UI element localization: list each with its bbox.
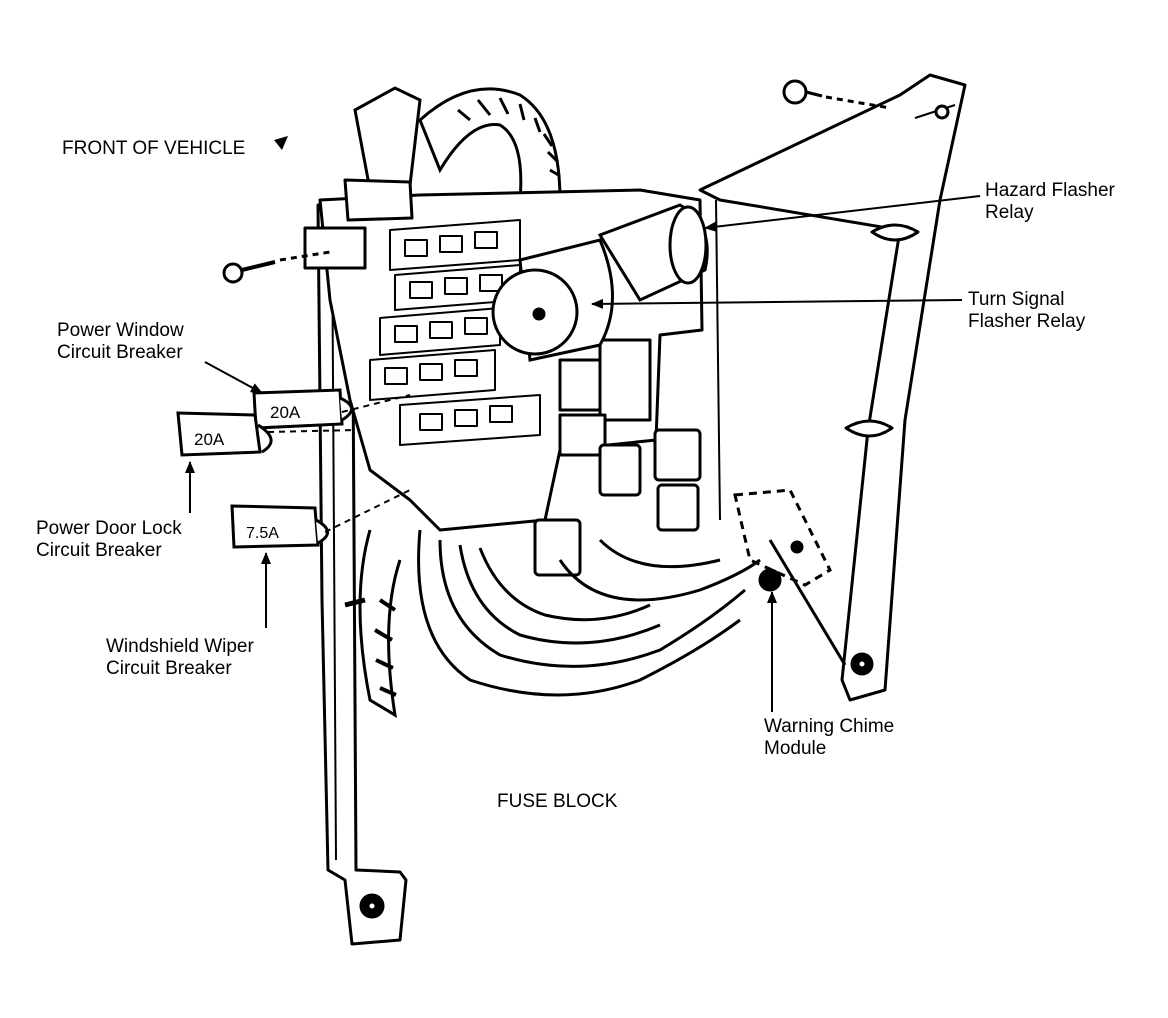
- door-lock-label-line-2: Circuit Breaker: [36, 540, 162, 561]
- mounting-screw-left: [222, 250, 331, 284]
- turn-label-line-2: Flasher Relay: [968, 311, 1086, 332]
- power-door-lock-circuit-breaker: 20A: [176, 411, 273, 457]
- power-window-circuit-breaker: 20A: [252, 388, 353, 430]
- leader-lines: [185, 195, 981, 712]
- power-door-lock-breaker-rating: 20A: [194, 430, 225, 449]
- power-window-breaker-rating: 20A: [270, 403, 301, 422]
- windshield-wiper-circuit-breaker-label: Windshield Wiper Circuit Breaker: [106, 636, 254, 680]
- power-window-leader-line: [204, 361, 263, 394]
- hazard-label-line-2: Relay: [985, 202, 1034, 223]
- hazard-label-line-1: Hazard Flasher: [985, 180, 1115, 201]
- warning-chime-module: [733, 488, 847, 666]
- turn-signal-flasher-relay: [491, 238, 614, 362]
- power-door-lock-circuit-breaker-label: Power Door Lock Circuit Breaker: [36, 518, 182, 562]
- power-window-circuit-breaker-label: Power Window Circuit Breaker: [57, 320, 184, 364]
- chime-label-line-2: Module: [764, 738, 827, 759]
- hazard-flasher-relay: [597, 203, 709, 302]
- warning-chime-module-label: Warning Chime Module: [764, 716, 894, 760]
- turn-signal-flasher-relay-label: Turn Signal Flasher Relay: [968, 289, 1085, 333]
- power-window-label-line-1: Power Window: [57, 320, 184, 341]
- door-lock-label-line-1: Power Door Lock: [36, 518, 182, 539]
- front-direction-arrow-icon: [274, 136, 288, 150]
- right-mounting-bracket: [698, 73, 967, 702]
- wiper-breaker-rating: 7.5A: [246, 525, 279, 542]
- wiper-circuit-breaker: 7.5A: [230, 504, 329, 549]
- hazard-leader-line: [704, 195, 981, 232]
- upper-wiring-harness: [353, 86, 562, 202]
- wiper-label-line-2: Circuit Breaker: [106, 658, 232, 679]
- mounting-screw-top: [782, 79, 891, 110]
- power-window-label-line-2: Circuit Breaker: [57, 342, 183, 363]
- chime-label-line-1: Warning Chime: [764, 716, 895, 737]
- diagram-caption: FUSE BLOCK: [497, 791, 618, 812]
- lower-wiring-harness: [344, 529, 761, 718]
- turn-label-line-1: Turn Signal: [968, 289, 1065, 310]
- left-mounting-bracket: [316, 198, 408, 946]
- hazard-flasher-relay-label: Hazard Flasher Relay: [985, 180, 1115, 224]
- turn-signal-leader-line: [591, 298, 963, 309]
- wiper-label-line-1: Windshield Wiper: [106, 636, 254, 657]
- front-of-vehicle-label: FRONT OF VEHICLE: [62, 138, 246, 159]
